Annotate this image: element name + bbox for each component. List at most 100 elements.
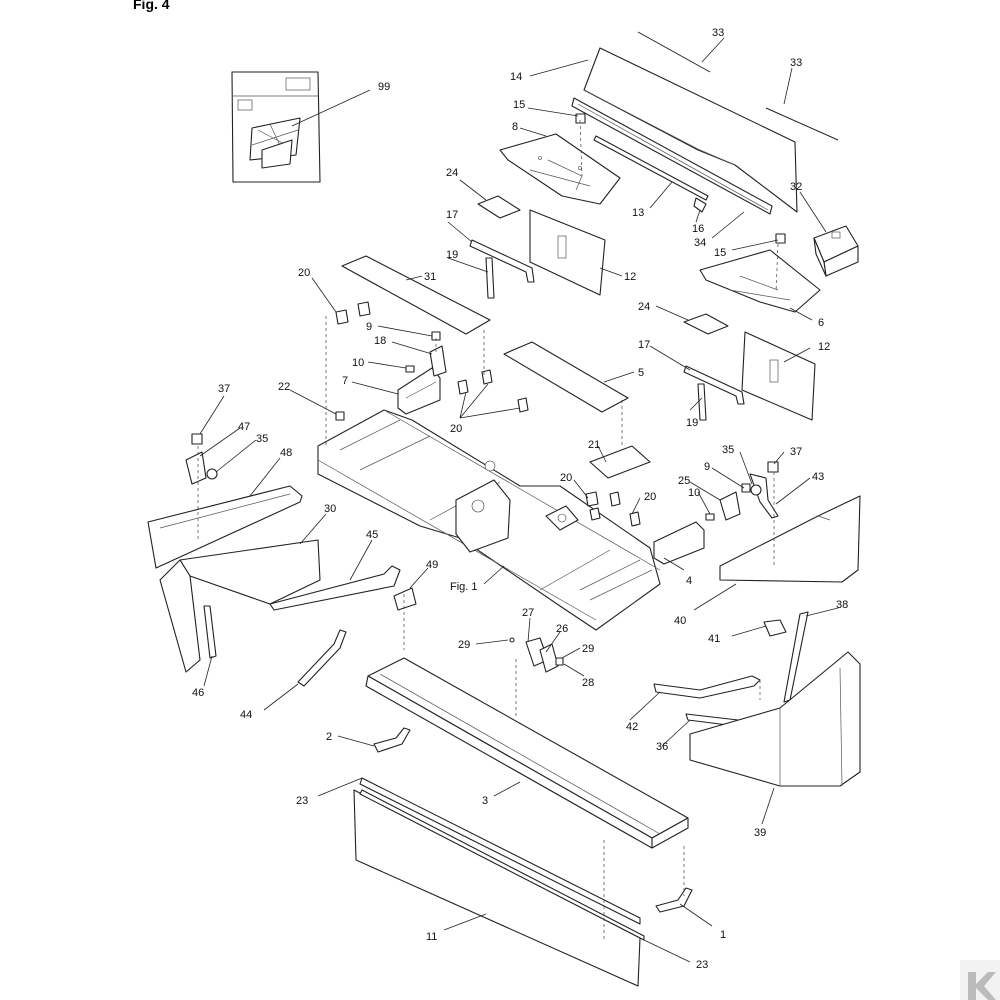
cover-plate-6[interactable] bbox=[699, 249, 821, 313]
cap-37b[interactable] bbox=[767, 461, 779, 473]
cap-37a[interactable] bbox=[191, 433, 203, 445]
main-frame[interactable] bbox=[317, 409, 661, 631]
bolt-10a[interactable] bbox=[405, 365, 415, 373]
callout-2: 2 bbox=[326, 731, 332, 743]
callout-20: 20 bbox=[560, 472, 572, 484]
rail-34[interactable] bbox=[571, 97, 773, 215]
callout-35: 35 bbox=[722, 444, 734, 456]
clip-20d[interactable] bbox=[629, 511, 641, 527]
bracket-4[interactable] bbox=[653, 521, 705, 565]
bracket-44[interactable] bbox=[297, 629, 347, 687]
bracket-17a[interactable] bbox=[469, 239, 535, 283]
callout-5: 5 bbox=[638, 367, 644, 379]
bolt-10b[interactable] bbox=[705, 513, 715, 521]
callout-20: 20 bbox=[298, 267, 310, 279]
callout-49: 49 bbox=[426, 559, 438, 571]
cover-plate-8[interactable] bbox=[499, 133, 621, 205]
clip-16[interactable] bbox=[693, 197, 707, 213]
callout-16: 16 bbox=[692, 223, 704, 235]
clip-20b[interactable] bbox=[457, 369, 529, 413]
callout-23: 23 bbox=[696, 959, 708, 971]
callout-25: 25 bbox=[678, 475, 690, 487]
knob-35a[interactable] bbox=[206, 468, 218, 480]
bracket-46[interactable] bbox=[203, 605, 217, 659]
callout-35: 35 bbox=[256, 433, 268, 445]
bracket-25[interactable] bbox=[719, 491, 741, 521]
plate-24b[interactable] bbox=[683, 313, 729, 335]
panel-12a[interactable] bbox=[529, 209, 606, 296]
panel-31[interactable] bbox=[341, 255, 491, 335]
callout-43: 43 bbox=[812, 471, 824, 483]
callout-8: 8 bbox=[512, 121, 518, 133]
brand-logo bbox=[960, 960, 1000, 1000]
side-guard-48[interactable] bbox=[147, 485, 303, 569]
plate-24a[interactable] bbox=[477, 195, 521, 219]
callout-3: 3 bbox=[482, 795, 488, 807]
bracket-21[interactable] bbox=[589, 445, 651, 479]
bracket-2[interactable] bbox=[373, 727, 411, 753]
battery[interactable] bbox=[813, 225, 859, 277]
rod-13[interactable] bbox=[593, 135, 709, 201]
callout-29: 29 bbox=[458, 639, 470, 651]
strip-23a[interactable] bbox=[359, 777, 641, 925]
callout-46: 46 bbox=[192, 687, 204, 699]
front-beam-3[interactable] bbox=[365, 657, 689, 849]
knob-35b[interactable] bbox=[750, 484, 762, 496]
rod-19b[interactable] bbox=[697, 383, 707, 421]
callout-fig1: Fig. 1 bbox=[450, 581, 478, 593]
leader-lines bbox=[199, 37, 839, 963]
callout-39: 39 bbox=[754, 827, 766, 839]
bracket-41[interactable] bbox=[763, 619, 787, 637]
callout-labels: 33 33 14 99 15 8 32 24 13 16 34 15 17 19… bbox=[192, 27, 848, 971]
assembly-lines bbox=[197, 119, 779, 940]
callout-9: 9 bbox=[366, 321, 372, 333]
callout-15: 15 bbox=[714, 247, 726, 259]
clip-15a[interactable] bbox=[575, 113, 586, 124]
panel-5[interactable] bbox=[503, 341, 629, 413]
spring-28[interactable] bbox=[555, 657, 564, 666]
bracket-42[interactable] bbox=[653, 675, 761, 699]
callout-4: 4 bbox=[686, 575, 692, 587]
figure-title: Fig. 4 bbox=[133, 0, 170, 12]
rubber-flap-11[interactable] bbox=[353, 789, 641, 987]
callout-15: 15 bbox=[513, 99, 525, 111]
callout-27: 27 bbox=[522, 607, 534, 619]
pin-29[interactable] bbox=[509, 637, 515, 643]
callout-18: 18 bbox=[374, 335, 386, 347]
callout-20: 20 bbox=[450, 423, 462, 435]
bolt-22[interactable] bbox=[335, 411, 345, 421]
bracket-7[interactable] bbox=[397, 367, 441, 415]
bracket-17b[interactable] bbox=[683, 365, 745, 405]
callout-44: 44 bbox=[240, 709, 252, 721]
callout-38: 38 bbox=[836, 599, 848, 611]
callout-12: 12 bbox=[818, 341, 830, 353]
panel-12b[interactable] bbox=[741, 331, 816, 421]
bracket-45[interactable] bbox=[269, 565, 401, 611]
rod-19a[interactable] bbox=[485, 257, 495, 299]
callout-33: 33 bbox=[790, 57, 802, 69]
callout-20: 20 bbox=[644, 491, 656, 503]
callout-48: 48 bbox=[280, 447, 292, 459]
clip-20c[interactable] bbox=[585, 491, 621, 521]
strip-33a bbox=[637, 31, 711, 73]
bracket-47[interactable] bbox=[185, 451, 207, 485]
spring-9b[interactable] bbox=[741, 483, 751, 493]
clip-20a[interactable] bbox=[335, 301, 371, 325]
callout-26: 26 bbox=[556, 623, 568, 635]
callout-12: 12 bbox=[624, 271, 636, 283]
callout-32: 32 bbox=[790, 181, 802, 193]
callout-10: 10 bbox=[688, 487, 700, 499]
top-hood[interactable] bbox=[583, 47, 798, 213]
side-guard-39[interactable] bbox=[689, 651, 861, 787]
clip-15b[interactable] bbox=[775, 233, 786, 244]
callout-40: 40 bbox=[674, 615, 686, 627]
bracket-49[interactable] bbox=[393, 587, 417, 611]
callout-22: 22 bbox=[278, 381, 290, 393]
side-guard-40[interactable] bbox=[719, 495, 861, 583]
parts-bag[interactable] bbox=[231, 71, 321, 183]
callout-19: 19 bbox=[686, 417, 698, 429]
guard-30[interactable] bbox=[159, 539, 321, 673]
bracket-18[interactable] bbox=[429, 345, 447, 377]
callout-36: 36 bbox=[656, 741, 668, 753]
bracket-26[interactable] bbox=[539, 643, 559, 673]
